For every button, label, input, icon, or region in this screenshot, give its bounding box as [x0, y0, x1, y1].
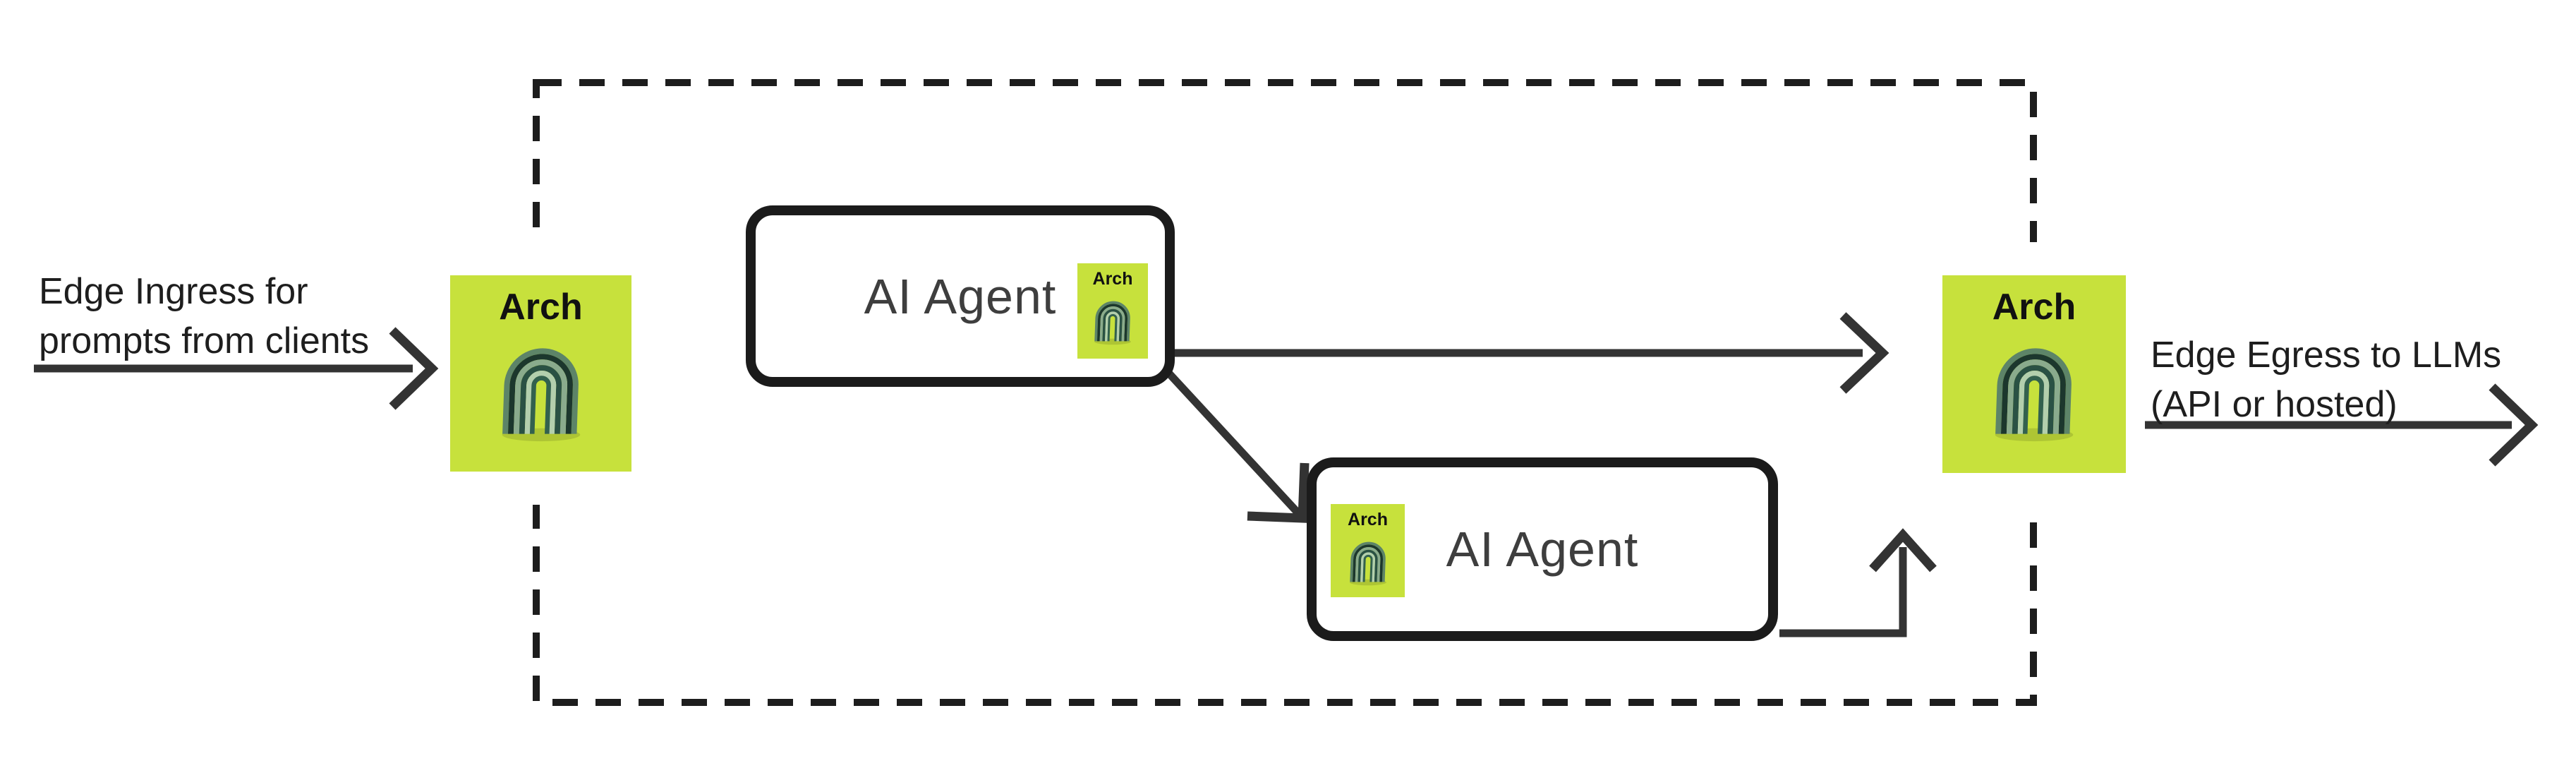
agent1-to-egress-arrow: [1173, 312, 1889, 394]
arch-icon: [485, 329, 597, 453]
arch-brand-label: Arch: [499, 287, 583, 328]
arch-brand-label: Arch: [1092, 269, 1133, 289]
ingress-arrow: [34, 327, 439, 410]
ingress-label-line2: prompts from clients: [39, 320, 370, 361]
arch-icon: [1348, 541, 1388, 587]
arch-brand-label: Arch: [1348, 510, 1388, 529]
egress-label: Edge Egress to LLMs (API or hosted): [2151, 330, 2501, 429]
ai-agent-box-1: AI Agent Arch: [746, 205, 1175, 387]
egress-label-line2: (API or hosted): [2151, 384, 2397, 425]
arch-gateway-ingress: Arch: [450, 275, 631, 472]
arch-brand-label: Arch: [1992, 287, 2076, 328]
egress-arrow: [2145, 383, 2539, 467]
agent2-return-arrow: [1779, 528, 1937, 637]
arch-icon: [1093, 301, 1132, 347]
arch-logo-agent-1: Arch: [1077, 263, 1148, 359]
egress-label-line1: Edge Egress to LLMs: [2151, 335, 2502, 376]
ingress-label-line1: Edge Ingress for: [39, 271, 308, 312]
ingress-label: Edge Ingress for prompts from clients: [39, 267, 369, 366]
arch-logo-agent-2: Arch: [1331, 504, 1405, 597]
arch-gateway-egress: Arch: [1942, 275, 2126, 473]
arch-icon: [1978, 329, 2090, 453]
ai-agent-2-label: AI Agent: [1446, 522, 1639, 577]
ai-agent-1-label: AI Agent: [864, 268, 1057, 324]
ai-agent-box-2: Arch AI Agent: [1307, 457, 1778, 641]
agent1-to-agent2-arrow: [1165, 370, 1310, 523]
